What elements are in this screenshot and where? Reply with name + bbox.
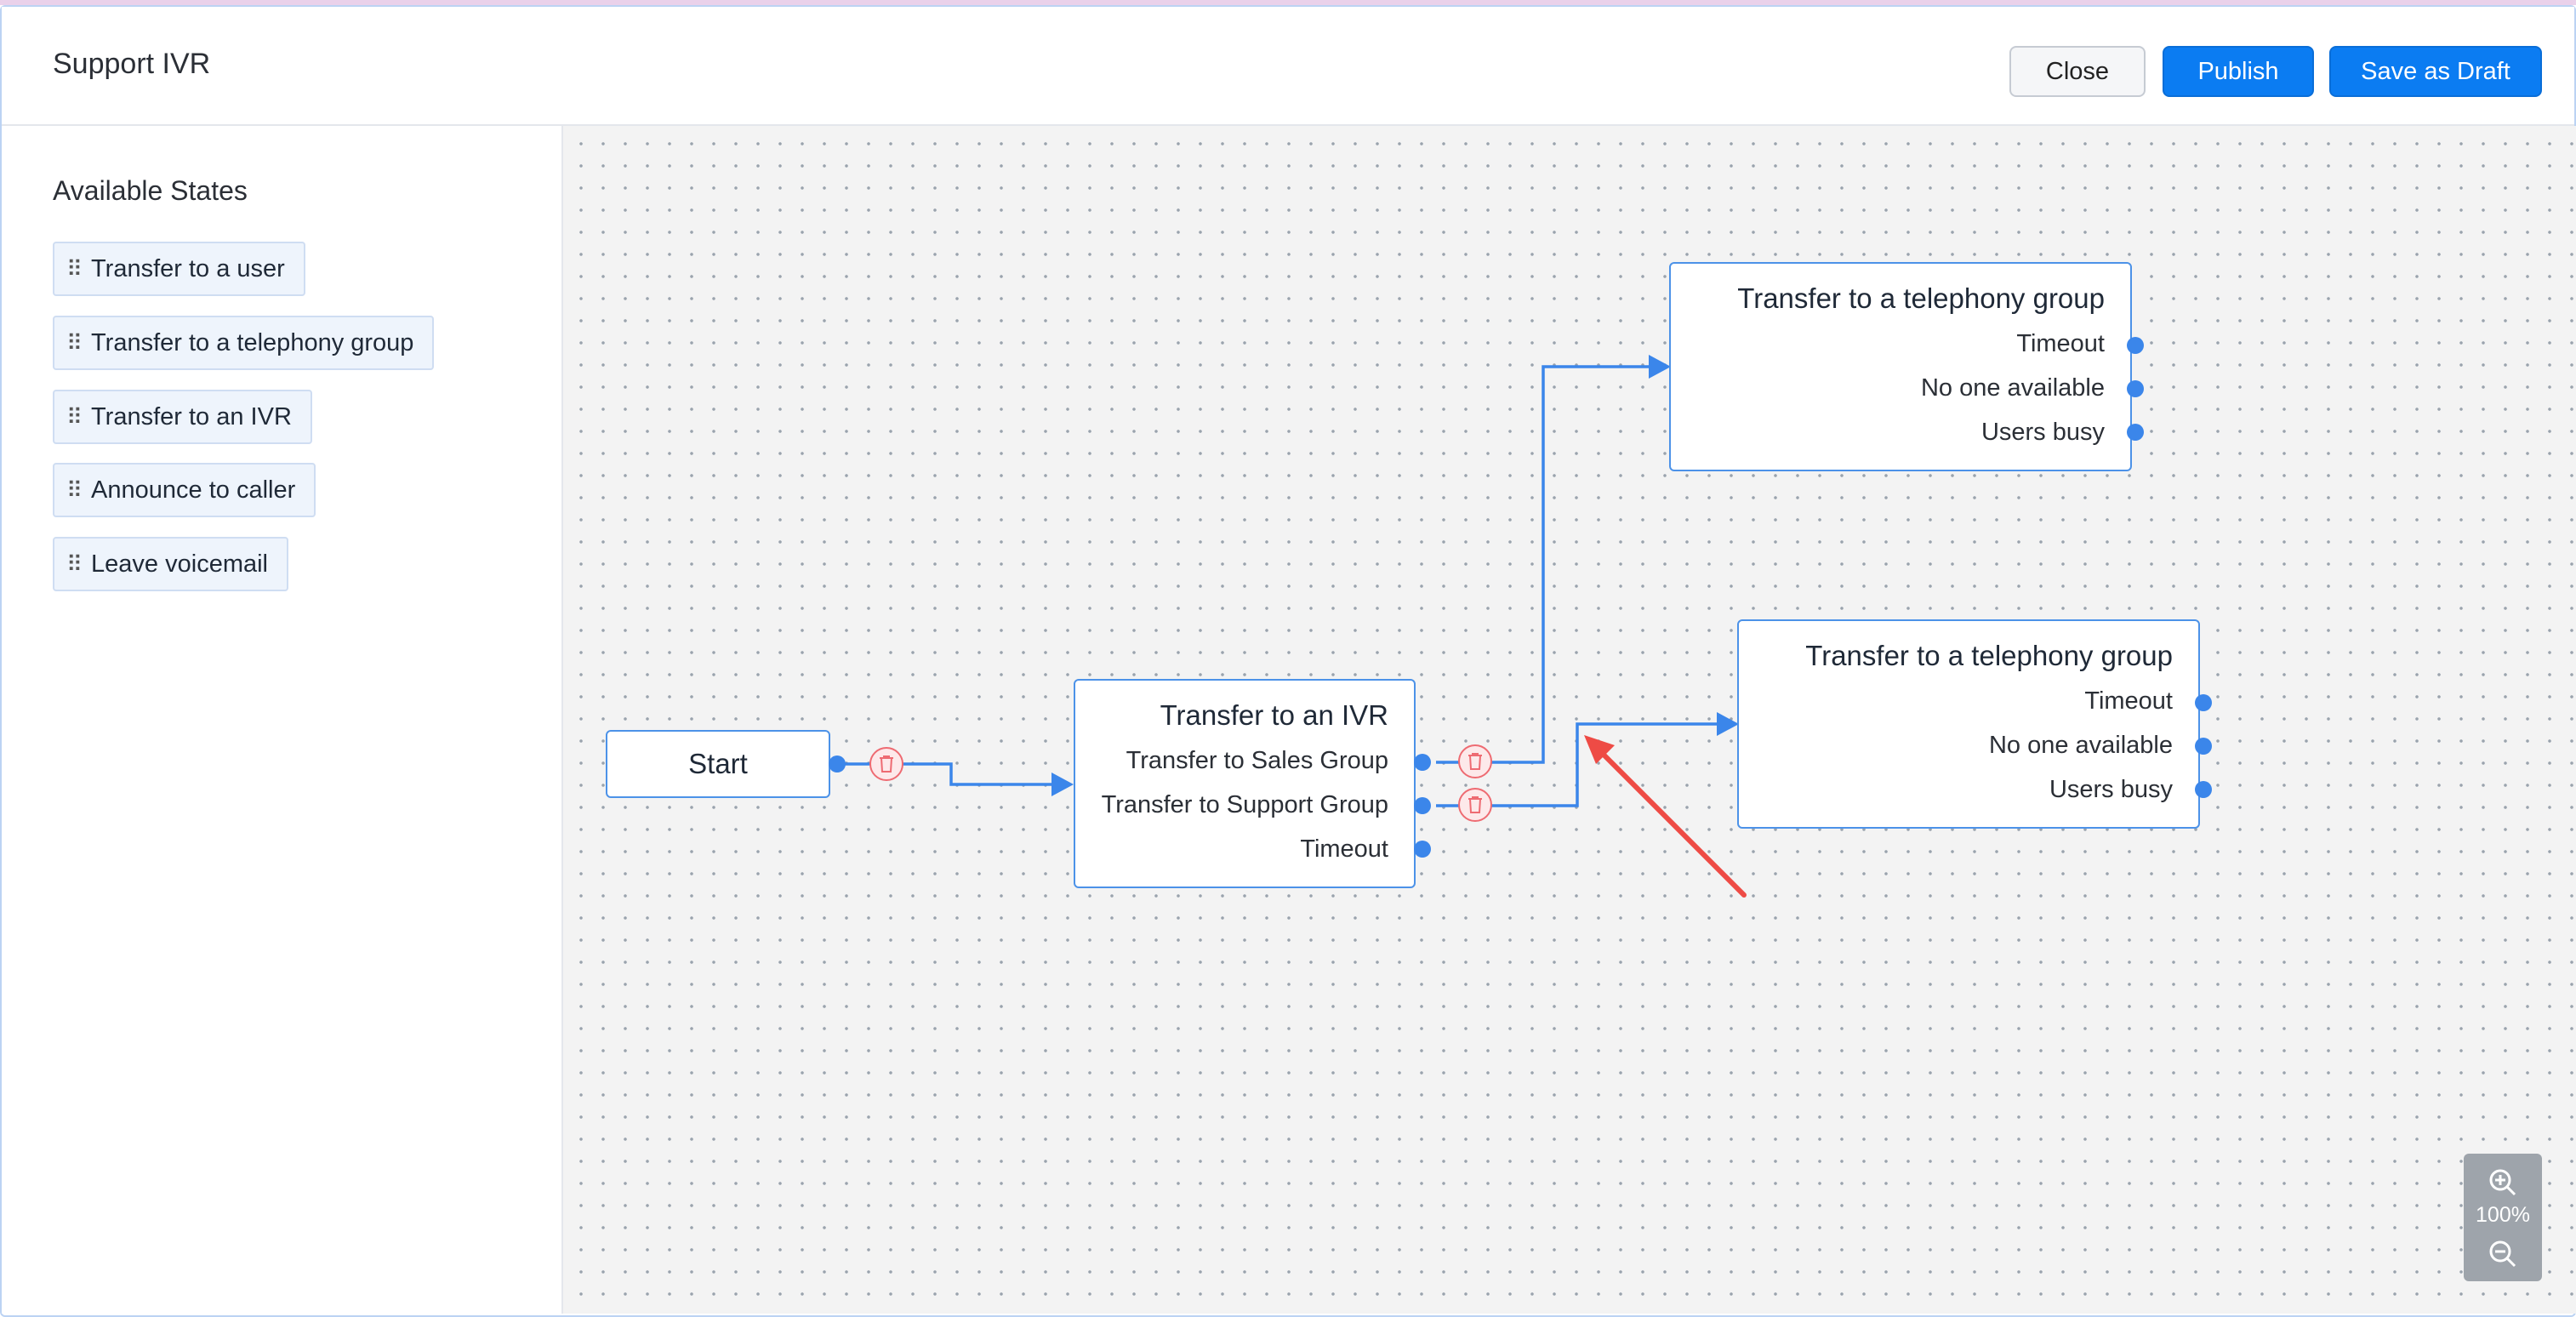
connector-support-to-group-2[interactable] (1436, 722, 1718, 807)
group-output-port[interactable] (2127, 424, 2144, 441)
telephony-group-node[interactable]: Transfer to a telephony group Timeout No… (1737, 619, 2200, 829)
group-output-port[interactable] (2195, 781, 2212, 798)
ivr-output-port[interactable] (1414, 841, 1431, 858)
group-output-port[interactable] (2195, 694, 2212, 711)
window-top-accent (0, 0, 2576, 5)
trash-icon (1468, 796, 1482, 813)
state-transfer-to-telephony-group[interactable]: ⠿ Transfer to a telephony group (53, 316, 435, 370)
ivr-node-title: Transfer to an IVR (1160, 699, 1388, 731)
drag-handle-icon: ⠿ (66, 476, 83, 503)
ivr-output-port[interactable] (1414, 797, 1431, 814)
states-sidebar: Available States ⠿ Transfer to a user ⠿ … (2, 126, 561, 1314)
state-label: Announce to caller (91, 476, 296, 504)
start-output-port[interactable] (829, 755, 846, 773)
delete-connection-button[interactable] (1458, 744, 1492, 778)
start-node[interactable]: Start (606, 730, 830, 798)
ivr-option: Timeout (1300, 835, 1388, 863)
annotation-arrowhead (1584, 735, 1615, 764)
group-output-port[interactable] (2127, 337, 2144, 354)
trash-icon (880, 755, 893, 773)
flow-canvas[interactable] (561, 126, 2576, 1314)
page-title: Support IVR (53, 48, 211, 80)
state-transfer-to-ivr[interactable]: ⠿ Transfer to an IVR (53, 390, 312, 444)
ivr-option: Transfer to Support Group (1101, 791, 1388, 818)
state-transfer-to-user[interactable]: ⠿ Transfer to a user (53, 242, 305, 296)
zoom-level: 100% (2476, 1203, 2530, 1227)
group-node-title: Transfer to a telephony group (1737, 282, 2105, 314)
drag-handle-icon: ⠿ (66, 255, 83, 282)
save-as-draft-button[interactable]: Save as Draft (2329, 46, 2542, 97)
zoom-in-icon[interactable] (2486, 1166, 2520, 1200)
connector-sales-to-group-1[interactable] (1436, 365, 1650, 764)
connector-arrowhead (1051, 773, 1074, 796)
ivr-node[interactable]: Transfer to an IVR Transfer to Sales Gro… (1074, 679, 1416, 888)
ivr-option: Transfer to Sales Group (1126, 747, 1388, 774)
group-option: No one available (1920, 374, 2105, 402)
group-output-port[interactable] (2127, 380, 2144, 397)
trash-icon (1468, 753, 1482, 770)
close-button[interactable]: Close (2009, 46, 2146, 97)
group-output-port[interactable] (2195, 738, 2212, 755)
group-option: Users busy (1980, 419, 2105, 446)
drag-handle-icon: ⠿ (66, 550, 83, 577)
group-option: No one available (1988, 732, 2173, 759)
connector-arrowhead (1717, 712, 1739, 736)
state-announce-to-caller[interactable]: ⠿ Announce to caller (53, 463, 316, 517)
zoom-control: 100% (2464, 1154, 2542, 1281)
start-node-label: Start (688, 748, 748, 779)
sidebar-title: Available States (53, 175, 248, 206)
delete-connection-button[interactable] (869, 747, 903, 781)
drag-handle-icon: ⠿ (66, 403, 83, 430)
state-label: Transfer to an IVR (91, 402, 292, 430)
state-label: Transfer to a telephony group (91, 328, 414, 356)
group-option: Timeout (2084, 687, 2173, 715)
header-bar: Support IVR Close Publish Save as Draft (2, 7, 2574, 126)
zoom-out-icon[interactable] (2486, 1237, 2520, 1271)
connector-arrowhead (1649, 355, 1671, 379)
publish-button[interactable]: Publish (2163, 46, 2314, 97)
state-label: Leave voicemail (91, 550, 268, 578)
group-node-title: Transfer to a telephony group (1805, 640, 2173, 671)
state-label: Transfer to a user (91, 254, 285, 282)
group-option: Timeout (2016, 330, 2105, 357)
state-leave-voicemail[interactable]: ⠿ Leave voicemail (53, 537, 288, 591)
drag-handle-icon: ⠿ (66, 329, 83, 356)
telephony-group-node[interactable]: Transfer to a telephony group Timeout No… (1669, 262, 2132, 471)
annotation-arrow (1597, 748, 1747, 898)
group-option: Users busy (2049, 776, 2173, 803)
delete-connection-button[interactable] (1458, 788, 1492, 822)
ivr-output-port[interactable] (1414, 754, 1431, 771)
